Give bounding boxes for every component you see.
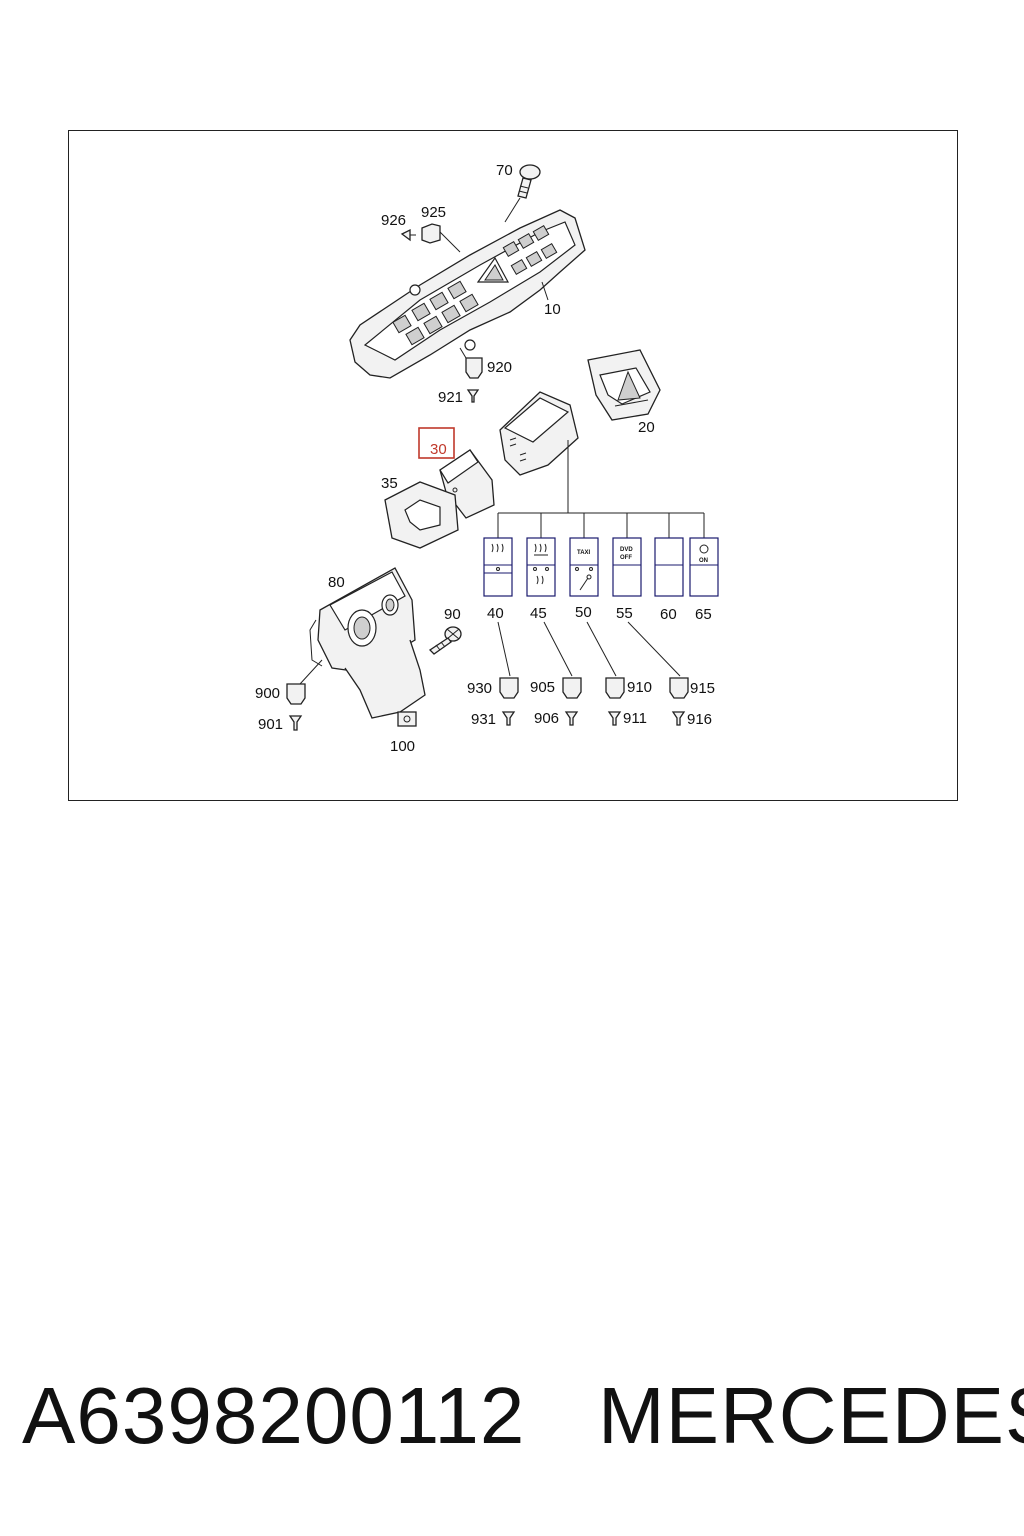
part-925-clip [421, 223, 461, 253]
callout-931: 931 [471, 711, 496, 728]
callout-915: 915 [690, 680, 715, 697]
switch-50: TAXI [569, 537, 599, 597]
part-70-screw [504, 164, 541, 223]
brand-name: MERCEDES [598, 1371, 1024, 1460]
switch-60 [654, 537, 684, 597]
switch-tree-lines [497, 512, 705, 538]
switch-55-off-text: OFF [620, 555, 632, 561]
connector-905 [562, 677, 582, 726]
connector-900 [286, 659, 323, 731]
callout-70: 70 [496, 162, 513, 179]
callout-55: 55 [616, 605, 633, 622]
callout-35: 35 [381, 475, 398, 492]
part-90-screw [428, 626, 462, 655]
callout-905: 905 [530, 679, 555, 696]
connector-915 [669, 677, 689, 726]
callout-80: 80 [328, 574, 345, 591]
callout-926: 926 [381, 212, 406, 229]
callout-45: 45 [530, 605, 547, 622]
callout-916: 916 [687, 711, 712, 728]
callout-30-highlight-box [418, 427, 455, 459]
callout-920: 920 [487, 359, 512, 376]
switch-50-taxi-text: TAXI [577, 550, 591, 556]
part-35-cover [384, 481, 459, 549]
part-920-connector [459, 347, 483, 379]
switch-45 [526, 537, 556, 597]
callout-30[interactable]: 30 [430, 441, 447, 458]
callout-40: 40 [487, 605, 504, 622]
switch-40 [483, 537, 513, 597]
callout-925: 925 [421, 204, 446, 221]
callout-60: 60 [660, 606, 677, 623]
parts-diagram: TAXI DVD OFF ON [255, 162, 719, 755]
callout-50: 50 [575, 604, 592, 621]
callout-100: 100 [390, 738, 415, 755]
callout-10: 10 [544, 301, 561, 318]
part-80-light-switch [309, 567, 426, 727]
diagram-frame [68, 130, 958, 801]
part-926-pin [400, 228, 416, 242]
callout-911: 911 [623, 710, 647, 727]
switch-55: DVD OFF [612, 537, 642, 597]
callout-65: 65 [695, 606, 712, 623]
callout-20: 20 [638, 419, 655, 436]
switch-65-on-text: ON [699, 558, 708, 564]
part-number: A6398200112 [22, 1371, 526, 1460]
callout-910: 910 [627, 679, 652, 696]
callout-921: 921 [438, 389, 463, 406]
callout-900: 900 [255, 685, 280, 702]
callout-930: 930 [467, 680, 492, 697]
switch-55-dvd-text: DVD [620, 547, 633, 553]
callout-906: 906 [534, 710, 559, 727]
callout-901: 901 [258, 716, 283, 733]
part-20-cover [587, 349, 661, 421]
switch-bracket [499, 391, 579, 513]
connector-910 [605, 677, 625, 726]
part-921-terminal [466, 389, 480, 403]
switch-65: ON [689, 537, 719, 597]
connector-930 [499, 677, 519, 726]
callout-90: 90 [444, 606, 461, 623]
part-10-switch-panel [349, 209, 586, 379]
